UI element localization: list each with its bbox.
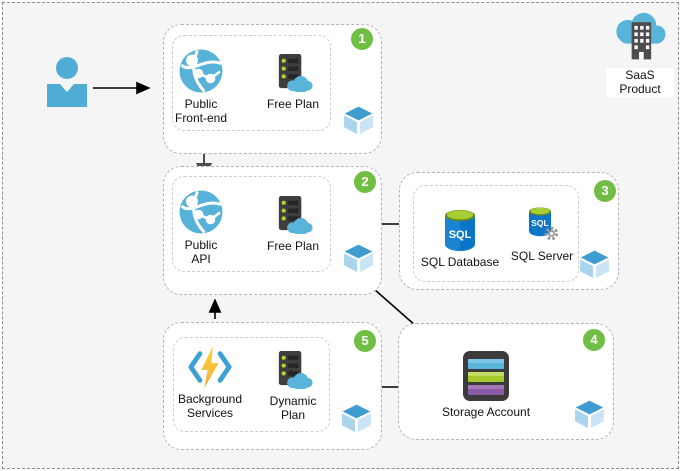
node-label: Storage Account: [441, 405, 531, 419]
group-sql-inner: [413, 185, 579, 282]
node-free-plan-2: Free Plan: [253, 195, 333, 254]
functions-lightning-icon: [188, 345, 232, 389]
saas-product: SaaS Product: [606, 12, 674, 97]
cube-icon: [341, 243, 376, 274]
node-label: Public Front-end: [174, 97, 228, 125]
node-label: Free Plan: [266, 97, 320, 111]
node-label: SQL Server: [510, 249, 574, 263]
node-sql-database: SQL SQL Database: [420, 208, 500, 270]
sql-database-icon: SQL: [445, 210, 475, 251]
app-service-globe-icon: [178, 48, 224, 94]
step-badge-2: 2: [352, 169, 378, 195]
node-public-frontend: Public Front-end: [165, 48, 237, 126]
node-dynamic-plan: Dynamic Plan: [255, 350, 331, 423]
group-background-services-inner: [173, 337, 330, 432]
svg-text:SQL: SQL: [531, 218, 548, 228]
svg-text:SQL: SQL: [449, 229, 472, 241]
group-public-api-inner: [172, 176, 331, 272]
cube-icon: [339, 403, 374, 434]
step-badge-1: 1: [349, 26, 375, 52]
cube-icon: [572, 399, 607, 430]
node-free-plan-1: Free Plan: [253, 53, 333, 112]
cube-icon: [577, 249, 612, 280]
node-background-services: Background Services: [170, 345, 250, 421]
node-label: Dynamic Plan: [269, 394, 317, 422]
node-public-api: Public API: [165, 189, 237, 267]
cube-icon: [341, 105, 376, 136]
app-service-plan-icon: [273, 350, 314, 391]
node-storage-account: Storage Account: [442, 350, 530, 420]
saas-product-label: SaaS Product: [606, 68, 674, 97]
node-label: Public API: [184, 238, 218, 266]
app-service-globe-icon: [178, 189, 224, 235]
node-label: Free Plan: [266, 239, 320, 253]
step-badge-5: 5: [352, 328, 378, 354]
user-person-icon: [47, 57, 87, 107]
user-actor: [45, 57, 89, 107]
group-public-frontend-inner: [172, 35, 331, 131]
node-sql-server: SQL SQL Server: [510, 206, 574, 264]
cloud-building-icon: [616, 12, 666, 60]
app-service-plan-icon: [273, 53, 314, 94]
node-label: Background Services: [177, 392, 243, 420]
storage-account-icon: [463, 351, 509, 401]
group-background-services: [163, 322, 382, 450]
step-badge-3: 3: [592, 178, 618, 204]
node-label: SQL Database: [420, 255, 500, 269]
app-service-plan-icon: [273, 195, 314, 236]
step-badge-4: 4: [581, 327, 607, 353]
sql-server-icon: SQL: [529, 207, 558, 241]
